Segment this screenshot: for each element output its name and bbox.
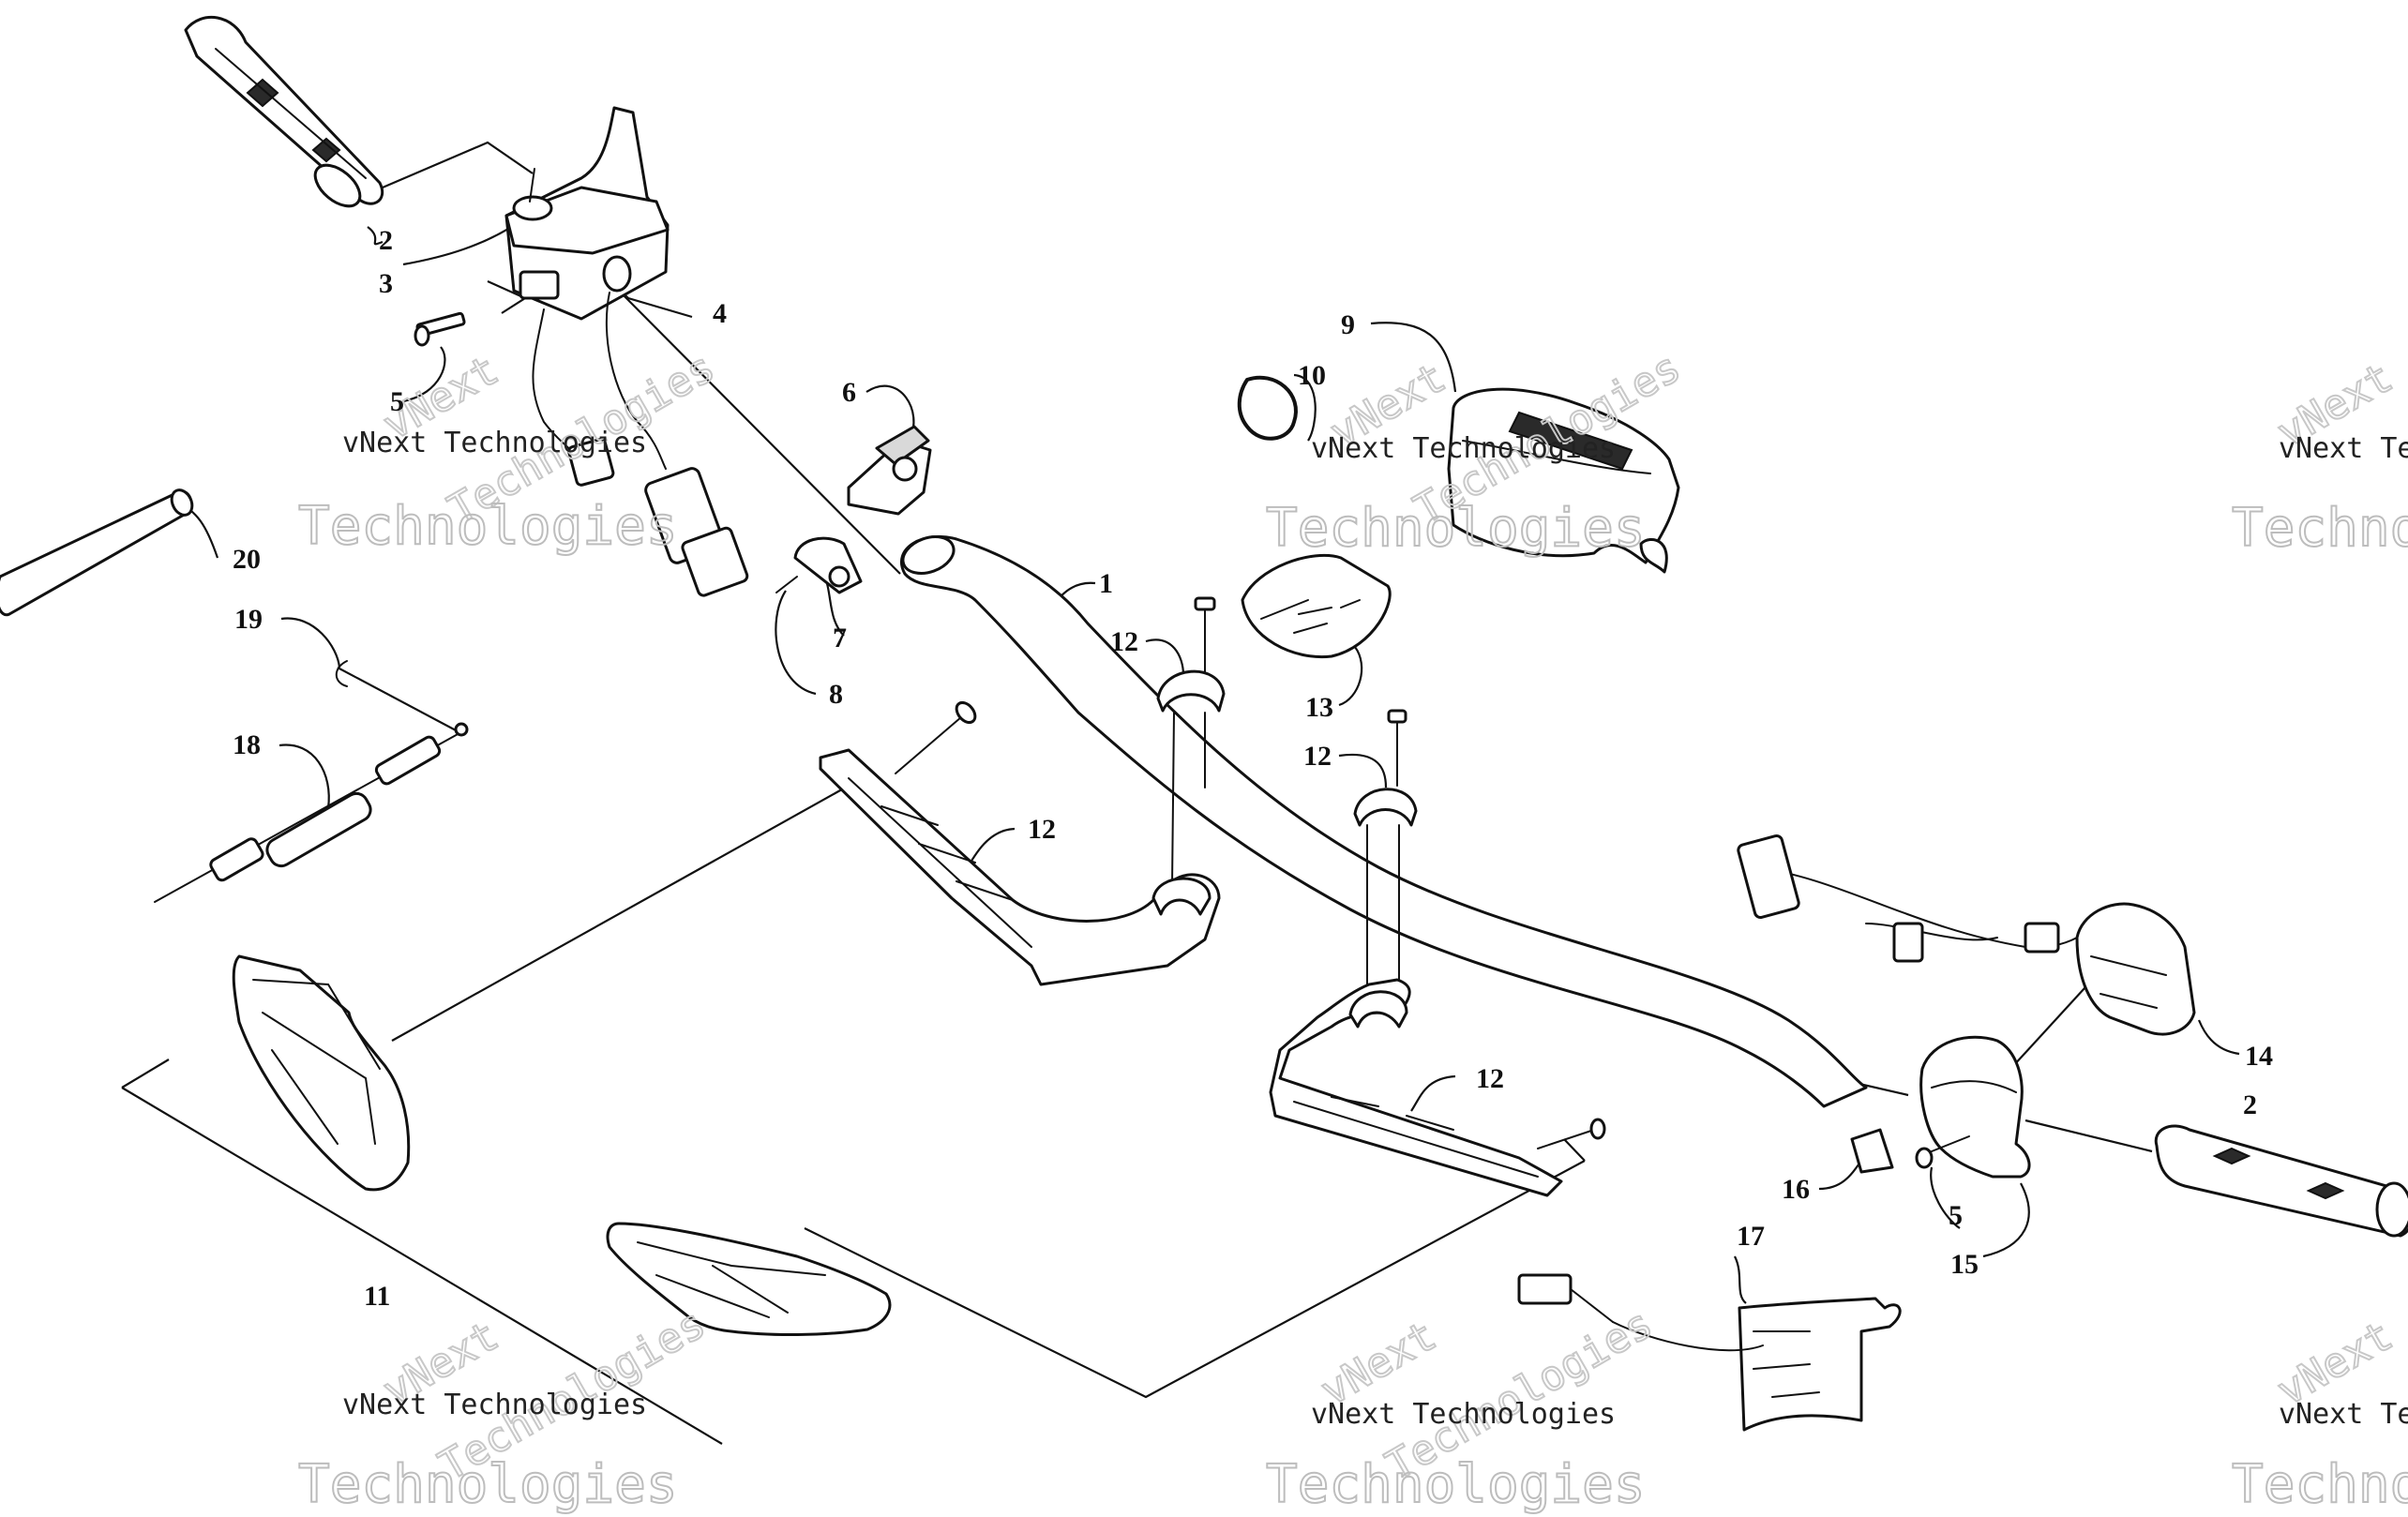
parts (0, 15, 2408, 1432)
handguard-right-11 (606, 1222, 892, 1337)
bar-pad-20 (0, 488, 194, 617)
callout-2-left: 2 (379, 225, 393, 256)
watermark-technologies: Technologies (298, 1454, 678, 1515)
clip-6 (847, 425, 932, 516)
throttle-cable-18 (154, 722, 469, 903)
clamp-upper-left (1156, 596, 1226, 887)
watermark-company: vNext Technologies (342, 1389, 647, 1421)
callout-13: 13 (1305, 692, 1333, 723)
screw-right (1915, 1135, 1970, 1169)
watermark-technologies: Technologies (1266, 1454, 1646, 1515)
watermark-company: vNext Technologies (1311, 432, 1616, 465)
callout-20: 20 (233, 544, 261, 575)
watermark-company: vNext Technologies (2279, 432, 2408, 465)
switch-14 (1737, 834, 2196, 1036)
callout-12-clamp-left: 12 (1110, 626, 1138, 657)
clamp-upper-right (1353, 709, 1418, 1009)
callout-1: 1 (1099, 568, 1113, 599)
throttle-wiring (532, 292, 749, 597)
pad-13 (1241, 553, 1392, 659)
cover-9 (1447, 387, 1680, 574)
callout-15: 15 (1950, 1249, 1979, 1280)
watermark-technologies: Technologies (298, 496, 678, 557)
throttle-housing (504, 106, 670, 321)
watermark-technologies: Technologies (2232, 498, 2408, 559)
e-clip-19 (335, 660, 348, 687)
callout-12-bracket-right: 12 (1476, 1063, 1504, 1094)
handlebar-1 (899, 534, 1868, 1108)
bracket-left-12 (819, 700, 1221, 986)
callout-10: 10 (1298, 360, 1326, 391)
callout-11: 11 (364, 1281, 390, 1312)
watermark-company: vNext Technologies (342, 427, 647, 459)
callout-14: 14 (2245, 1041, 2273, 1072)
watermark-company: vNext Technologies (2279, 1398, 2408, 1431)
watermark-technologies: Technologies (2232, 1454, 2408, 1515)
callout-4: 4 (713, 298, 727, 329)
callout-7: 7 (833, 623, 847, 653)
brake-lever-housing-15 (1919, 1035, 2031, 1179)
callout-16: 16 (1782, 1174, 1810, 1205)
callout-12-clamp-right: 12 (1303, 741, 1332, 772)
callout-5-left: 5 (390, 386, 404, 417)
watermark-technologies: Technologies (1266, 498, 1646, 559)
ring-10 (1237, 375, 1298, 441)
callout-6: 6 (842, 377, 856, 408)
left-grip (184, 15, 384, 208)
handguard-left-11 (232, 954, 411, 1192)
screw-left (414, 311, 466, 347)
callout-labels: 1 2 2 3 4 5 5 6 7 8 9 10 11 12 12 12 12 … (233, 225, 2273, 1312)
right-grip (2154, 1124, 2408, 1238)
heater-element-17 (1517, 1273, 1902, 1432)
watermark-company: vNext Technologies (1311, 1398, 1616, 1431)
clamp-7 (793, 536, 863, 594)
callout-8: 8 (829, 679, 843, 710)
callout-2-right: 2 (2243, 1089, 2257, 1120)
watermarks: vNext Technologies vNext Technologies Te… (297, 342, 2408, 1516)
callout-3: 3 (379, 268, 393, 299)
screw-8 (775, 576, 798, 593)
bracket-right-12 (1269, 978, 1606, 1197)
callout-18: 18 (233, 729, 261, 760)
callout-17: 17 (1737, 1221, 1765, 1252)
callout-19: 19 (234, 604, 263, 635)
leader-lines (121, 141, 2240, 1445)
callout-5-right: 5 (1949, 1200, 1963, 1231)
callout-9: 9 (1341, 309, 1355, 340)
end-cap-16 (1850, 1128, 1894, 1174)
callout-12-bracket-left: 12 (1028, 814, 1056, 845)
